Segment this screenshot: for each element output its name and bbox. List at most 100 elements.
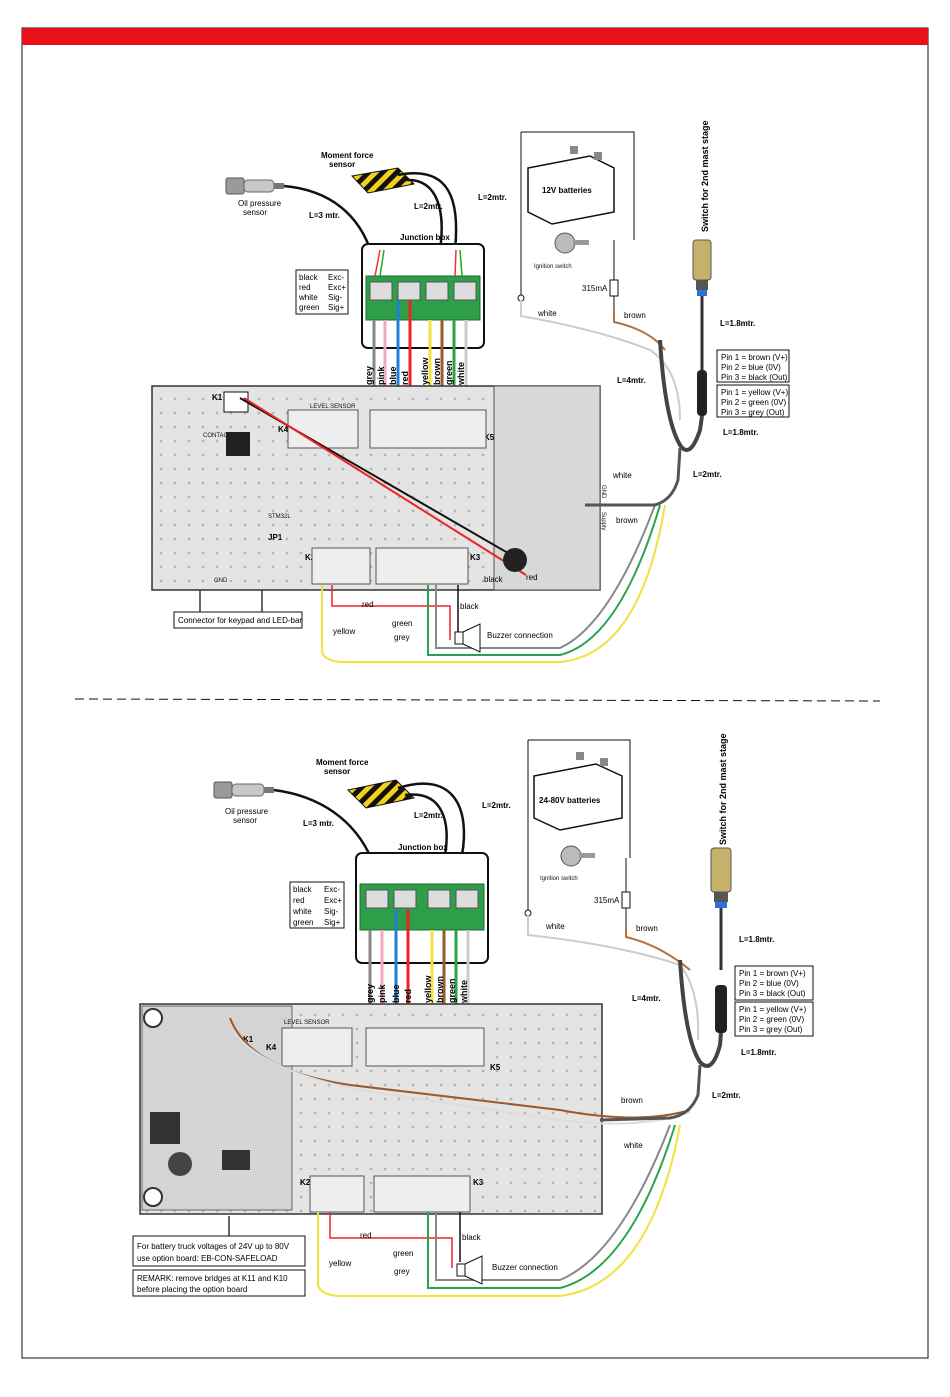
len-switch: L=1.8mtr. — [720, 319, 755, 328]
wire-label-red: red — [403, 989, 413, 1003]
len-2m: L=2mtr. — [712, 1091, 741, 1100]
wire-label-blue: blue — [388, 366, 398, 385]
yellow-wire-label: yellow — [329, 1259, 351, 1268]
oil-sensor-label-2: sensor — [233, 816, 257, 825]
black-label: black — [484, 575, 504, 584]
gnd-vertical: GND — [600, 485, 606, 499]
switch-label: Switch for 2nd mast stage — [700, 120, 710, 232]
option-board — [141, 1005, 293, 1211]
len-1.8m-b: L=1.8mtr. — [741, 1048, 776, 1057]
contact-label: CONTACT — [203, 433, 232, 439]
pin-b-text: Pin 2 = green (0V) — [721, 398, 786, 407]
ignition-label: Ignition switch — [540, 876, 578, 882]
buzzer-label: Buzzer connection — [487, 631, 553, 640]
yellow-wire-label: yellow — [333, 627, 355, 636]
brown-label-2: brown — [616, 516, 638, 525]
pin-a-text: Pin 2 = blue (0V) — [721, 363, 781, 372]
legend-color: red — [293, 896, 305, 905]
legend-color: black — [299, 273, 319, 282]
wire-label-yellow: yellow — [423, 974, 433, 1003]
connector-note-box — [173, 611, 303, 629]
fuse-label: 315mA — [594, 896, 620, 905]
len-oil: L=3 mtr. — [303, 819, 334, 828]
len-moment-a: L=2mtr. — [414, 811, 443, 820]
oil-pressure-sensor-icon — [213, 781, 274, 799]
wire-label-pink: pink — [377, 984, 387, 1003]
oil-sensor-label-1: Oil pressure — [225, 807, 269, 816]
k1-label: K1 — [243, 1035, 254, 1044]
k3-label: K3 — [473, 1178, 484, 1187]
buzzer-icon — [454, 623, 481, 653]
wire-label-grey: grey — [365, 984, 375, 1003]
remark-note-line-2: before placing the option board — [137, 1285, 247, 1294]
pin-b-text: Pin 1 = yellow (V+) — [721, 388, 788, 397]
battery-icon — [533, 752, 623, 831]
len-2m: L=2mtr. — [693, 470, 722, 479]
white-label: white — [545, 922, 565, 931]
junction-box-label: Junction box — [398, 843, 448, 852]
wire-label-red: red — [400, 371, 410, 385]
level-sensor-label: LEVEL SENSOR — [284, 1020, 330, 1026]
legend-pin: Exc- — [324, 885, 340, 894]
pin-a-text: Pin 1 = brown (V+) — [739, 969, 806, 978]
white-label-2: white — [612, 471, 632, 480]
supply-vertical: Supply — [600, 512, 606, 530]
red-wire-label: red — [362, 600, 374, 609]
remark-note-box — [132, 1269, 306, 1297]
option-note-box — [132, 1235, 306, 1267]
len-1.8m-b: L=1.8mtr. — [723, 428, 758, 437]
white-label: white — [537, 309, 557, 318]
battery-label: 24-80V batteries — [539, 796, 601, 805]
pin-b-text: Pin 3 = grey (Out) — [721, 408, 785, 417]
moment-force-sensor-icon — [346, 779, 416, 809]
moment-sensor-label-1: Moment force — [321, 151, 374, 160]
fuse-label: 315mA — [582, 284, 608, 293]
buzzer-label: Buzzer connection — [492, 1263, 558, 1272]
grey-wire-label: grey — [394, 1267, 410, 1276]
black-wire-label: black — [460, 602, 480, 611]
wire-label-pink: pink — [376, 366, 386, 385]
gnd-label: GND — [214, 578, 228, 584]
wire-label-blue: blue — [391, 984, 401, 1003]
pin-a-text: Pin 3 = black (Out) — [739, 989, 806, 998]
wire-label-yellow: yellow — [420, 356, 430, 385]
bottom-diagram: Oil pressure sensor L=3 mtr. Moment forc… — [132, 733, 814, 1297]
len-moment-b: L=2mtr. — [478, 193, 507, 202]
legend-pin: Exc+ — [328, 283, 346, 292]
level-sensor-label: LEVEL SENSOR — [310, 404, 356, 410]
white-label-2: white — [623, 1141, 643, 1150]
legend-color: red — [299, 283, 311, 292]
section-divider — [74, 698, 881, 702]
wire-label-brown: brown — [435, 976, 445, 1003]
legend-color: white — [298, 293, 318, 302]
green-wire-label: green — [393, 1249, 413, 1258]
battery-icon — [527, 146, 615, 225]
legend-pin: Sig- — [328, 293, 343, 302]
black-wire-label: black — [462, 1233, 482, 1242]
pin-a-text: Pin 1 = brown (V+) — [721, 353, 788, 362]
legend-pin: Sig- — [324, 907, 339, 916]
len-oil: L=3 mtr. — [309, 211, 340, 220]
connector-note: Connector for keypad and LED-bar — [178, 616, 302, 625]
ignition-label: Ignition switch — [534, 264, 572, 270]
pin-b-text: Pin 3 = grey (Out) — [739, 1025, 803, 1034]
legend-pin: Sig+ — [328, 303, 345, 312]
legend-pin: Exc- — [328, 273, 344, 282]
brown-label-2: brown — [621, 1096, 643, 1105]
len-moment-a: L=2mtr. — [414, 202, 443, 211]
wire-legend-box — [295, 269, 349, 315]
len-4m: L=4mtr. — [632, 994, 661, 1003]
legend-color: green — [293, 918, 313, 927]
wire-label-white: white — [456, 362, 466, 386]
fuse-icon — [609, 279, 619, 297]
k2-label: K2 — [300, 1178, 311, 1187]
jp1-label: JP1 — [268, 533, 283, 542]
pins-b-box — [716, 384, 790, 418]
oil-sensor-label-1: Oil pressure — [238, 199, 282, 208]
battery-label: 12V batteries — [542, 186, 592, 195]
legend-pin: Sig+ — [324, 918, 341, 927]
wire-label-grey: grey — [364, 366, 374, 385]
len-moment-b: L=2mtr. — [482, 801, 511, 810]
brown-label: brown — [636, 924, 658, 933]
pin-a-text: Pin 2 = blue (0V) — [739, 979, 799, 988]
